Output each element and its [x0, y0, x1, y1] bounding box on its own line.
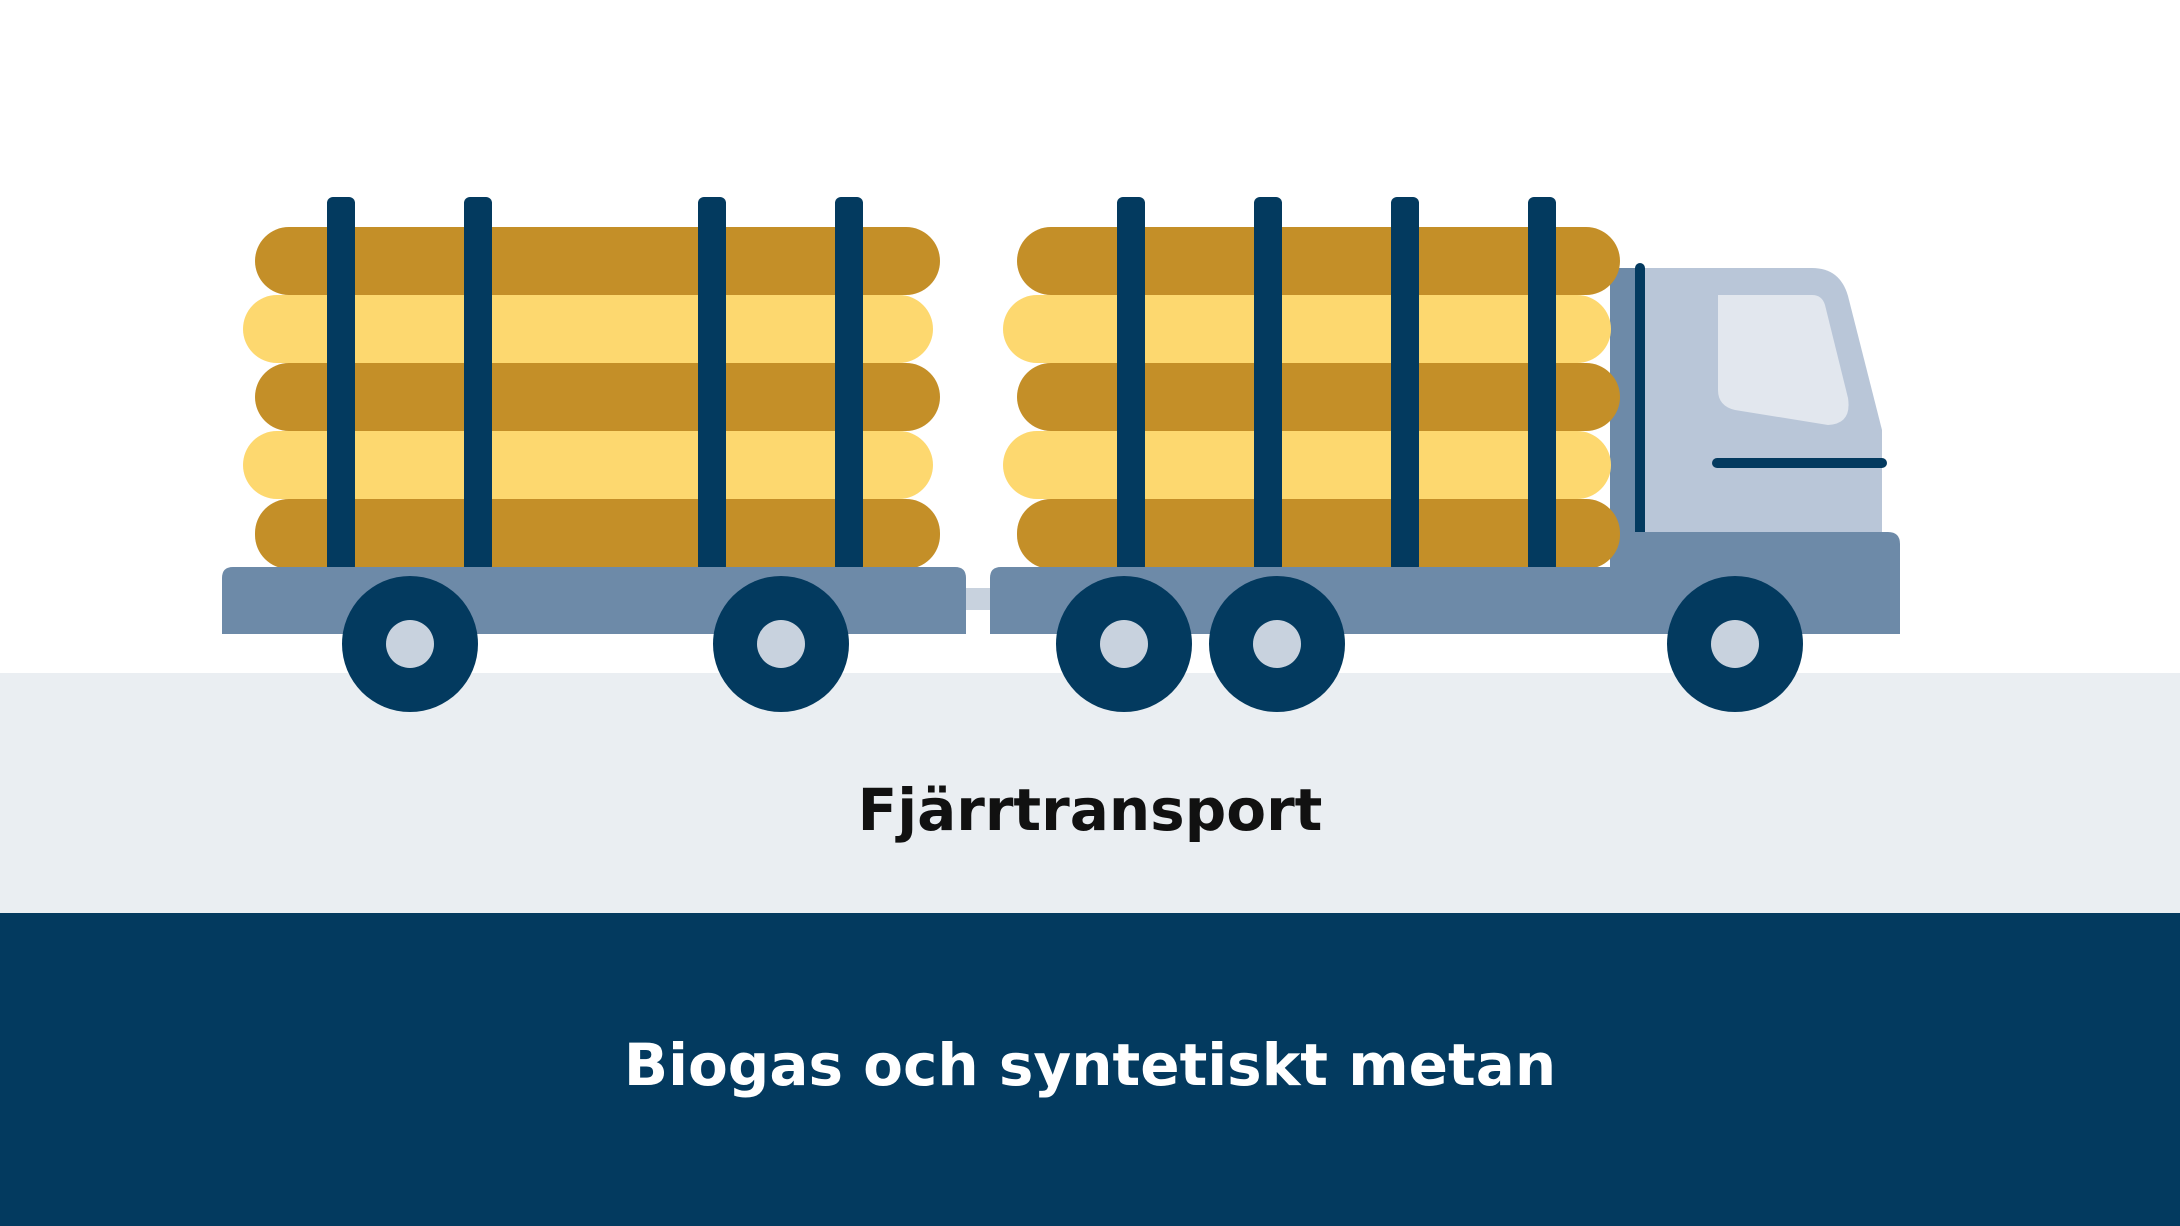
truck-log-stack	[1003, 227, 1620, 569]
timber-truck-icon	[222, 197, 1900, 712]
fuel-type-label: Biogas och syntetiskt metan	[623, 1031, 1557, 1099]
cab-door-line	[1712, 458, 1887, 468]
truck-chassis	[990, 532, 1900, 634]
fuel-band	[0, 913, 2180, 1226]
trailer-log-stack	[243, 227, 940, 569]
trailer-chassis	[222, 567, 966, 634]
road-band	[0, 673, 2180, 913]
transport-type-caption: Fjärrtransport	[857, 776, 1323, 844]
truck-stakes	[1117, 197, 1645, 572]
cab-window	[1718, 295, 1849, 425]
wheels	[342, 576, 1803, 712]
coupling-bar	[960, 588, 995, 610]
trailer-stakes	[327, 197, 863, 572]
